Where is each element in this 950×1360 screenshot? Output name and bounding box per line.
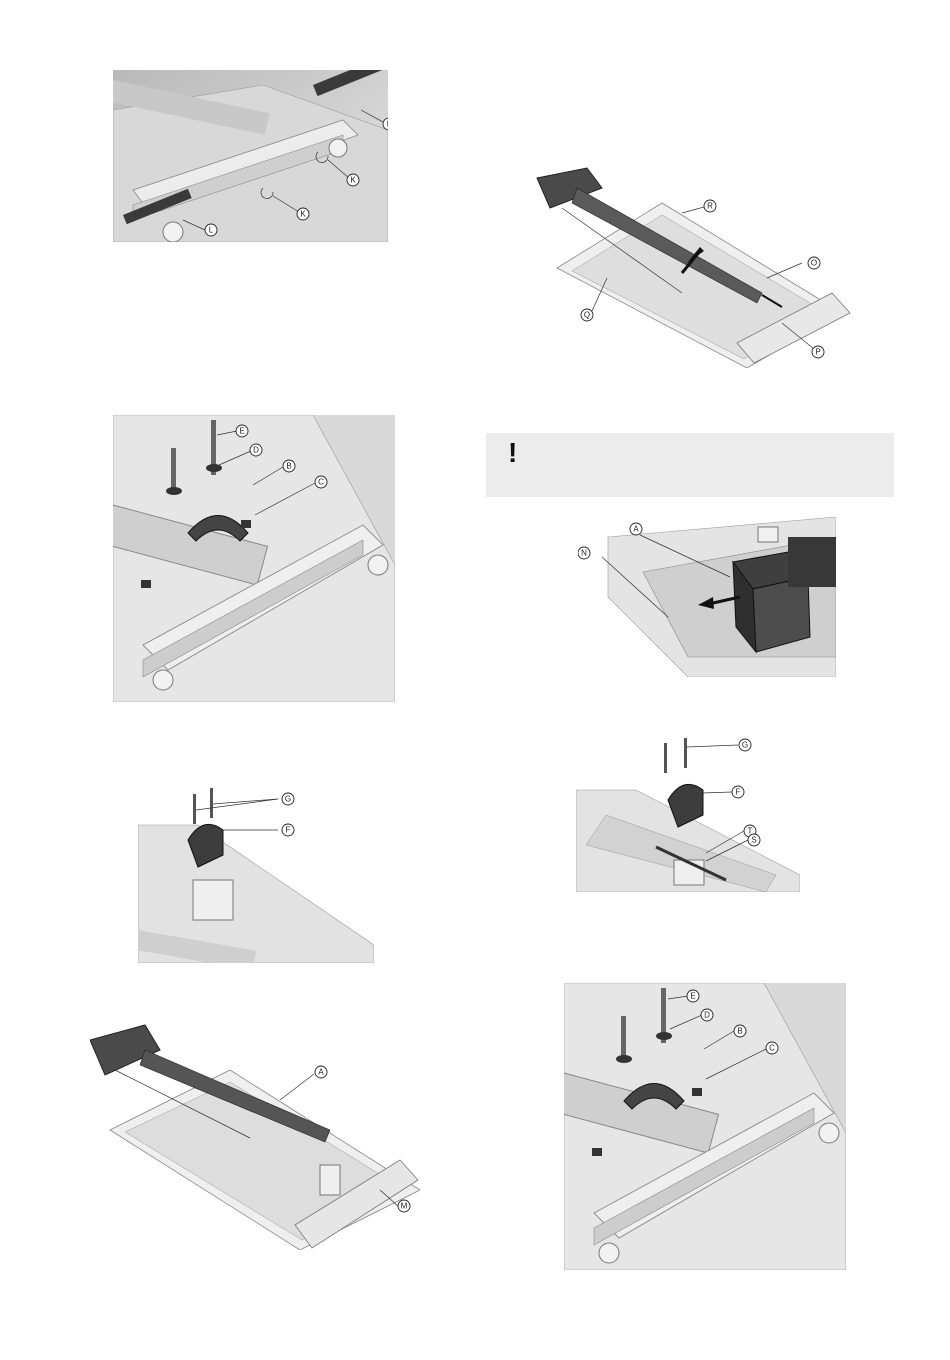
callout-l-bottom: L [205,224,217,236]
svg-text:G: G [285,795,291,804]
svg-text:K: K [300,210,306,219]
callout-d: D [250,444,262,456]
callout-o: O [808,257,820,269]
svg-text:D: D [253,446,259,455]
warning-box: ! [486,433,894,497]
callout-e: E [236,425,248,437]
svg-text:A: A [633,525,639,534]
callout-n: N [578,547,590,559]
svg-text:G: G [742,741,748,750]
callout-f: F [282,824,294,836]
svg-text:R: R [707,202,713,211]
callout-c: C [766,1042,778,1054]
exclamation-icon: ! [508,439,517,467]
svg-text:E: E [690,992,695,1001]
svg-text:C: C [769,1044,775,1053]
callout-a: A [315,1066,327,1078]
callout-f: F [732,786,744,798]
callout-p: P [812,346,824,358]
svg-text:E: E [239,427,244,436]
figure-rod-clips: L K K L [113,70,388,242]
figure-clamp-bolts-repeat: E D B C [564,983,846,1270]
svg-text:A: A [318,1068,324,1077]
figure-motor-insert: A N [578,517,836,677]
callout-e: E [687,990,699,1002]
illustration-clamp-bolts: E D B C [113,415,395,702]
callout-b: B [283,460,295,472]
svg-text:B: B [737,1027,742,1036]
illustration-rod-clips: L K K L [113,70,388,242]
svg-text:O: O [811,259,817,268]
svg-text:D: D [704,1011,710,1020]
svg-text:M: M [401,1202,408,1211]
svg-text:K: K [350,176,356,185]
illustration-bracket-screws-right: G F T S [576,735,800,892]
svg-text:N: N [581,549,587,558]
figure-clamp-bolts: E D B C [113,415,395,702]
svg-text:P: P [815,348,820,357]
callout-b: B [734,1025,746,1037]
callout-r: R [704,200,716,212]
illustration-motor-insert: A N [578,517,836,677]
svg-text:F: F [286,826,291,835]
callout-c: C [315,476,327,488]
illustration-actuator-plate: R O Q P [532,163,862,368]
callout-a: A [630,523,642,535]
figure-bracket-screws-right: G F T S [576,735,800,892]
svg-text:B: B [286,462,291,471]
callout-k-middle: K [297,208,309,220]
callout-g: G [282,793,294,805]
figure-bracket-screws-left: G F [138,780,374,963]
callout-d: D [701,1009,713,1021]
illustration-actuator-frame: A M [90,1020,420,1250]
svg-text:L: L [209,226,214,235]
svg-text:F: F [736,788,741,797]
figure-actuator-plate: R O Q P [532,163,862,368]
figure-actuator-frame: A M [90,1020,420,1250]
svg-text:Q: Q [584,311,590,320]
illustration-clamp-bolts-repeat: E D B C [564,983,846,1270]
callout-s: S [748,834,760,846]
callout-g: G [739,739,751,751]
svg-text:S: S [751,836,756,845]
callout-k-right: K [347,174,359,186]
callout-m: M [398,1200,410,1212]
svg-text:C: C [318,478,324,487]
svg-text:L: L [387,120,388,129]
illustration-bracket-screws-left: G F [138,780,374,963]
callout-q: Q [581,309,593,321]
